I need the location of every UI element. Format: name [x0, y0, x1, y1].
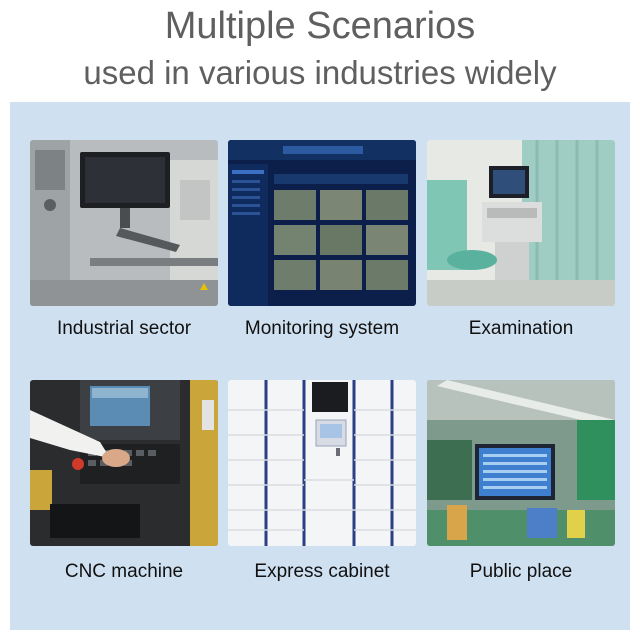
public-place-label: Public place: [469, 561, 573, 582]
industrial-sector-image: [30, 140, 218, 306]
examination-image: [427, 140, 615, 306]
cnc-machine-image: [30, 380, 218, 546]
monitoring-system-label: Monitoring system: [244, 318, 400, 339]
examination-label: Examination: [468, 318, 574, 339]
industrial-sector-label: Industrial sector: [56, 318, 192, 339]
public-place-image: [427, 380, 615, 546]
title-line-2: used in various industries widely: [83, 54, 557, 91]
title-line-1: Multiple Scenarios: [164, 5, 476, 47]
cnc-machine-label: CNC machine: [64, 561, 184, 582]
express-cabinet-image: [228, 380, 416, 546]
express-cabinet-label: Express cabinet: [254, 561, 390, 582]
monitoring-system-image: [228, 140, 416, 306]
